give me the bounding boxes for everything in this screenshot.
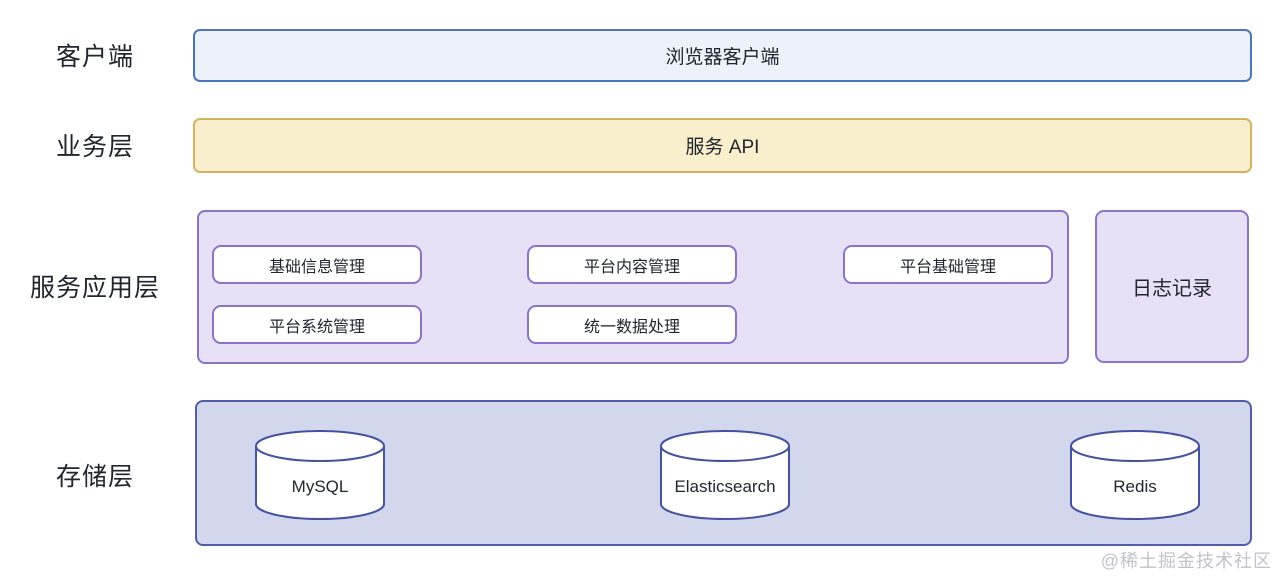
- database-cylinder-icon: [1070, 430, 1200, 520]
- module-unified-data-processing: 统一数据处理: [527, 305, 737, 344]
- layer-label-storage: 存储层: [55, 463, 134, 491]
- browser-client-box: 浏览器客户端: [193, 29, 1252, 82]
- database-label-redis: Redis: [1113, 477, 1157, 496]
- service-api-box: 服务 API: [193, 118, 1252, 173]
- database-cylinder-icon: [255, 430, 385, 520]
- juejin-watermark: @稀土掘金技术社区: [1100, 551, 1272, 571]
- database-mysql: MySQL: [255, 430, 385, 520]
- module-platform-basic-mgmt: 平台基础管理: [843, 245, 1053, 284]
- layer-label-business: 业务层: [55, 133, 134, 161]
- storage-layer-container: MySQL Elasticsearch Redis: [195, 400, 1252, 546]
- module-platform-system-mgmt: 平台系统管理: [212, 305, 422, 344]
- log-recording-box: 日志记录: [1095, 210, 1249, 363]
- database-cylinder-icon: [660, 430, 790, 520]
- module-basic-info-mgmt: 基础信息管理: [212, 245, 422, 284]
- database-elasticsearch: Elasticsearch: [660, 430, 790, 520]
- database-redis: Redis: [1070, 430, 1200, 520]
- layer-label-service-app: 服务应用层: [29, 274, 160, 302]
- module-platform-content-mgmt: 平台内容管理: [527, 245, 737, 284]
- layer-label-client: 客户端: [55, 43, 134, 71]
- service-application-container: 基础信息管理 平台内容管理 平台基础管理 平台系统管理 统一数据处理: [197, 210, 1069, 364]
- database-label-elasticsearch: Elasticsearch: [674, 477, 776, 496]
- database-label-mysql: MySQL: [291, 477, 349, 496]
